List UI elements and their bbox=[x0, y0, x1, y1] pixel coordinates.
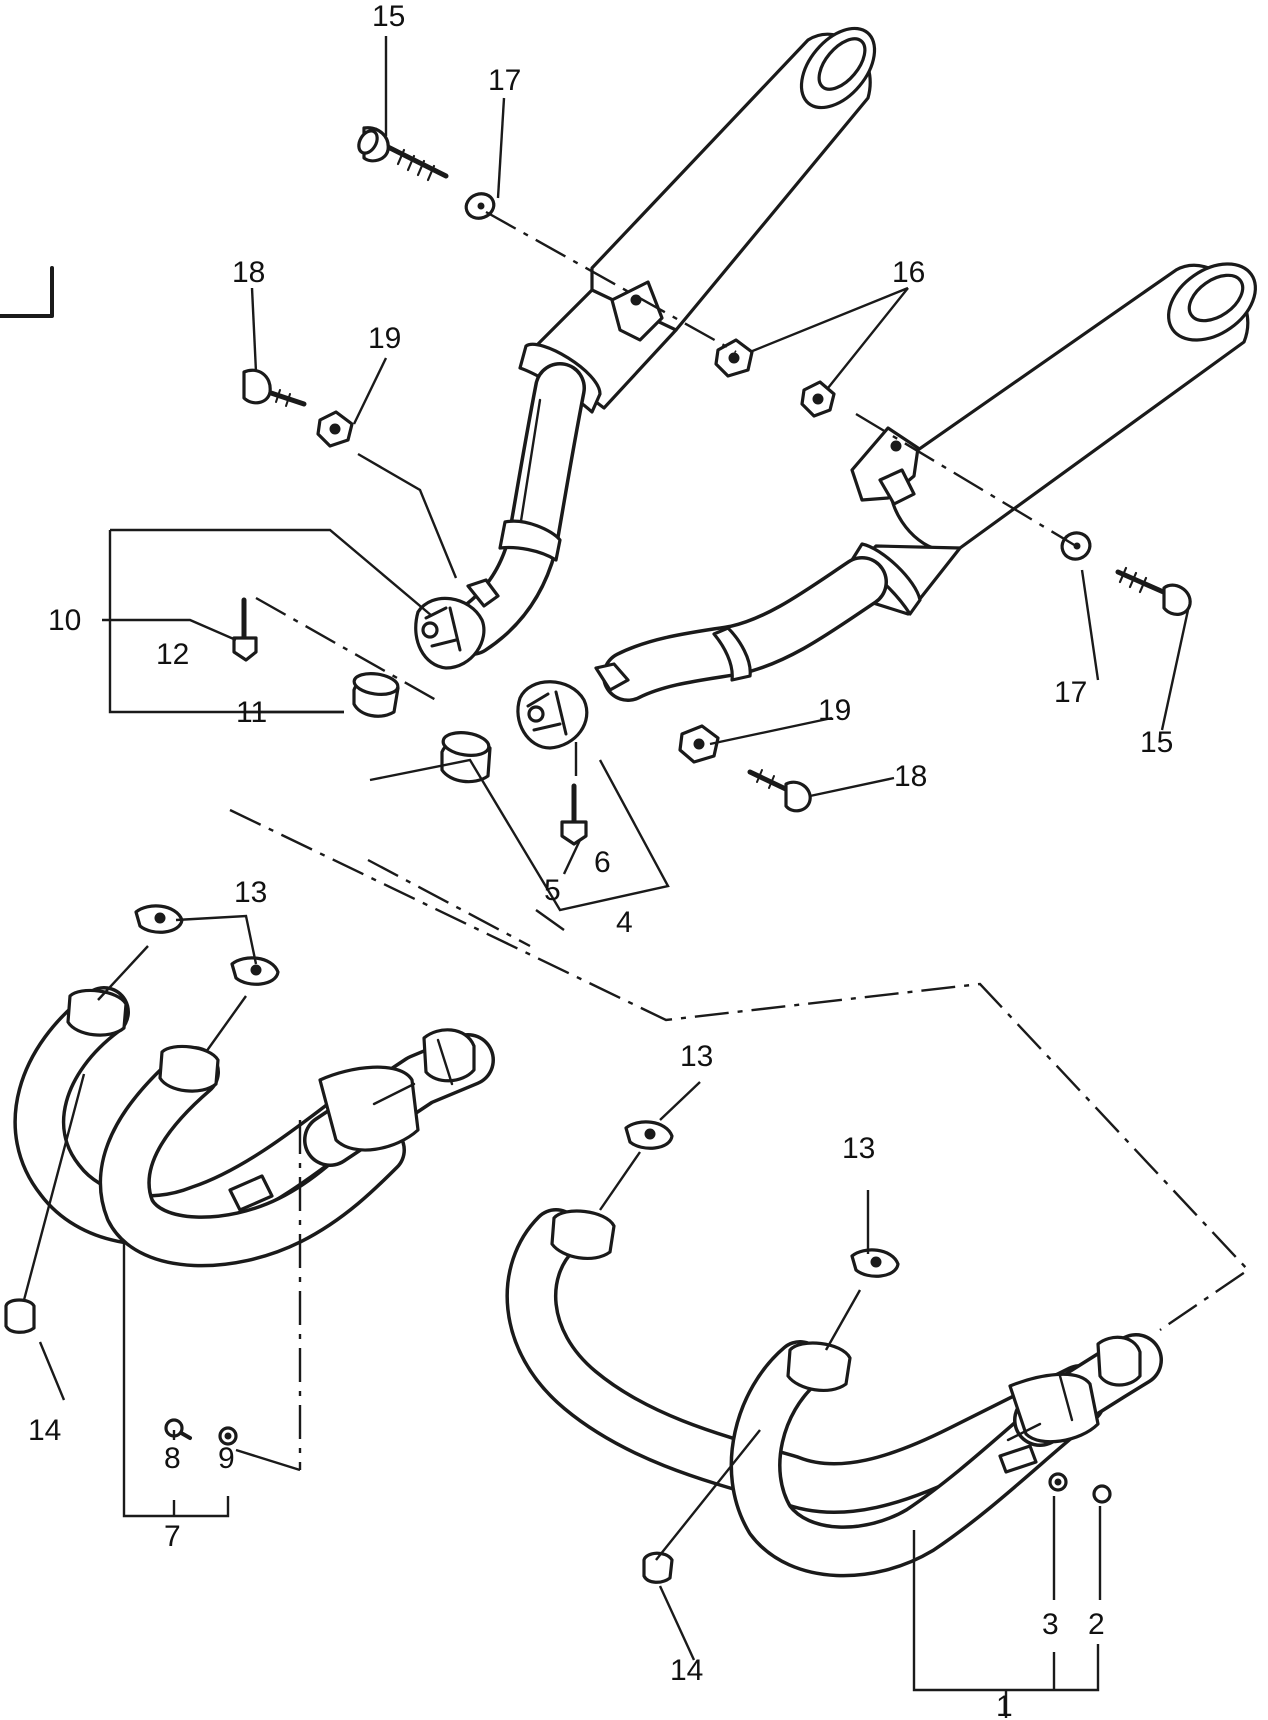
bolt-15-right bbox=[1115, 566, 1192, 616]
gasket-11 bbox=[352, 672, 400, 718]
callout-12: 12 bbox=[156, 638, 189, 671]
bolt-15-top bbox=[357, 126, 449, 182]
callout-13-a: 13 bbox=[234, 876, 267, 909]
callout-3: 3 bbox=[1042, 1608, 1059, 1641]
callout-9: 9 bbox=[218, 1442, 235, 1475]
header-pipe-right bbox=[505, 1208, 1163, 1578]
callout-14-right: 14 bbox=[670, 1654, 703, 1687]
corner-bracket bbox=[0, 266, 54, 318]
callout-5: 5 bbox=[544, 874, 561, 907]
bolt-8 bbox=[164, 1418, 192, 1440]
bolt-2 bbox=[1092, 1484, 1112, 1504]
callout-19-upper: 19 bbox=[368, 322, 401, 355]
gasket-13-c bbox=[624, 1120, 674, 1150]
nut-16-b bbox=[800, 380, 836, 418]
callout-7: 7 bbox=[164, 1520, 181, 1553]
callout-6: 6 bbox=[594, 846, 611, 879]
bolt-18-lower bbox=[747, 769, 812, 813]
nut-3 bbox=[1048, 1472, 1068, 1492]
callout-1: 1 bbox=[996, 1690, 1013, 1720]
muffler-left bbox=[414, 26, 877, 670]
gasket-13-a bbox=[134, 904, 184, 934]
cap-14-right bbox=[642, 1551, 674, 1584]
gasket-13-d bbox=[850, 1248, 900, 1278]
bolt-18-upper bbox=[242, 368, 307, 407]
callout-4: 4 bbox=[616, 906, 633, 939]
callout-14-left: 14 bbox=[28, 1414, 61, 1447]
callout-10: 10 bbox=[48, 604, 81, 637]
callout-13-c: 13 bbox=[680, 1040, 713, 1073]
leader-lines bbox=[22, 36, 1190, 1718]
callout-16: 16 bbox=[892, 256, 925, 289]
callout-19-lower: 19 bbox=[818, 694, 851, 727]
bolt-6 bbox=[560, 783, 588, 846]
muffler-right bbox=[516, 262, 1257, 750]
nut-19-upper bbox=[316, 410, 354, 448]
callout-8: 8 bbox=[164, 1442, 181, 1475]
nut-9 bbox=[218, 1426, 238, 1446]
center-lines bbox=[229, 210, 1250, 1470]
callout-13-d: 13 bbox=[842, 1132, 875, 1165]
nut-16-a bbox=[714, 338, 754, 378]
callout-15-right: 15 bbox=[1140, 726, 1173, 759]
gasket-5 bbox=[440, 731, 492, 784]
callout-11: 11 bbox=[236, 696, 267, 729]
callout-17-right: 17 bbox=[1054, 676, 1087, 709]
callout-labels: 15 17 16 18 19 10 12 11 17 15 19 18 5 6 … bbox=[28, 0, 1173, 1720]
cap-14-left bbox=[4, 1298, 36, 1334]
header-pipe-left bbox=[13, 986, 495, 1268]
callout-2: 2 bbox=[1088, 1608, 1105, 1641]
bolt-12 bbox=[232, 597, 258, 662]
nut-19-lower bbox=[678, 724, 720, 764]
callout-15-top: 15 bbox=[372, 0, 405, 33]
callout-18-upper: 18 bbox=[232, 256, 265, 289]
gasket-13-b bbox=[230, 956, 280, 986]
callout-18-lower: 18 bbox=[894, 760, 927, 793]
washer-17-top bbox=[464, 192, 496, 220]
callout-17-top: 17 bbox=[488, 64, 521, 97]
